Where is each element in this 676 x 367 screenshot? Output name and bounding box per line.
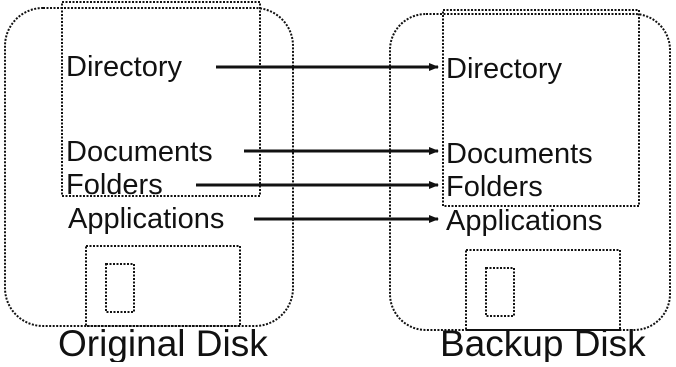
original-disk-shutter [61,1,261,197]
backup-item-applications: Applications [446,205,602,237]
backup-item-folders: Folders [446,171,543,203]
backup-disk-label-area [465,249,621,331]
backup-disk-shutter [442,9,640,207]
original-item-applications: Applications [68,203,224,235]
backup-disk: Directory Documents Folders Applications… [389,9,671,364]
backup-disk-caption: Backup Disk [440,323,646,362]
original-disk-outline [4,7,294,327]
backup-disk-write-protect [485,267,515,317]
original-item-documents: Documents [66,136,213,168]
copy-arrows [196,63,439,223]
original-disk-caption: Original Disk [58,323,268,362]
original-disk-write-protect [105,263,135,313]
backup-item-documents: Documents [446,138,593,170]
original-item-folders: Folders [66,169,163,201]
original-disk-label-area [85,245,241,327]
original-item-directory: Directory [66,51,183,83]
original-disk: Directory Documents Folders Applications… [4,1,294,364]
backup-item-directory: Directory [446,53,563,85]
